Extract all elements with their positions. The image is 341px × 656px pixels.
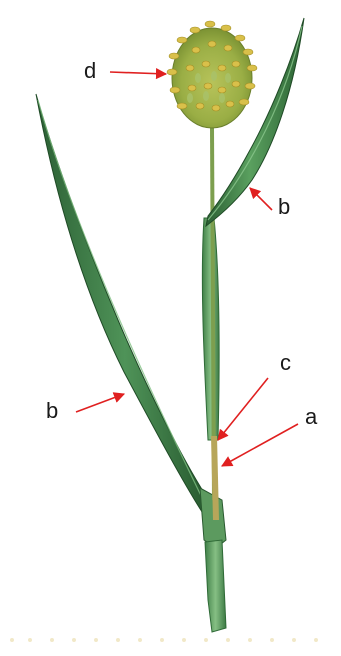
basal-stem (205, 540, 226, 632)
arrow-a (222, 424, 298, 466)
arrow-b-right (250, 188, 272, 210)
label-b-right: b (278, 196, 290, 218)
label-b-left: b (46, 400, 58, 422)
left-leaf-midrib (38, 100, 208, 510)
arrow-b-left (76, 394, 124, 412)
label-c: c (280, 352, 291, 374)
arrow-d (110, 72, 166, 74)
flower-head (167, 21, 257, 128)
left-leaf-blade (36, 94, 214, 520)
label-a: a (305, 406, 317, 428)
arrow-c (218, 378, 268, 440)
label-d: d (84, 60, 96, 82)
bottom-dots (10, 638, 318, 642)
